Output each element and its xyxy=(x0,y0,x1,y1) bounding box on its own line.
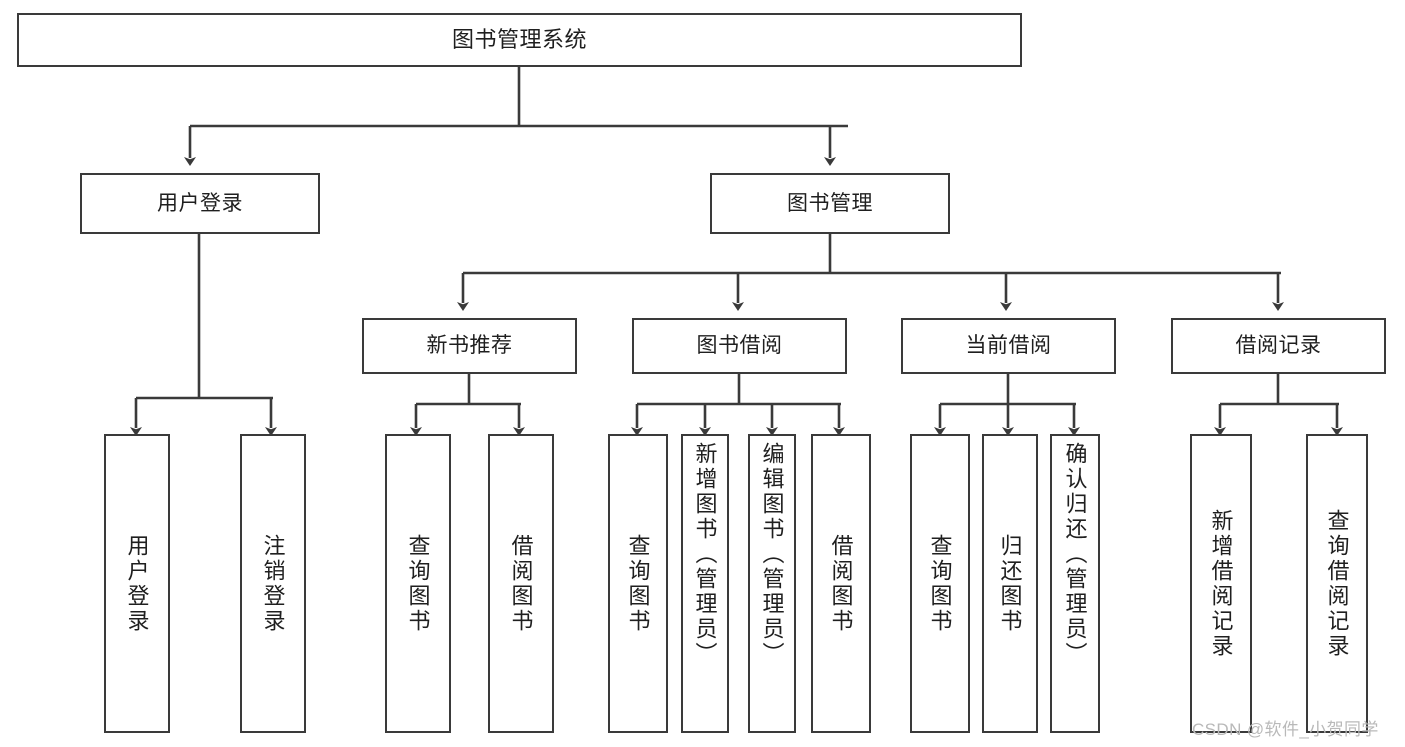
leaf-user-logout[interactable]: 注销登录 xyxy=(240,434,306,733)
node-book-borrow[interactable]: 图书借阅 xyxy=(632,318,847,374)
node-label: 新增借阅记录 xyxy=(1208,508,1234,659)
node-label: 归还图书 xyxy=(997,533,1023,634)
node-label: 借阅记录 xyxy=(1235,334,1322,358)
leaf-current-return-book[interactable]: 归还图书 xyxy=(982,434,1038,733)
node-label: 图书借阅 xyxy=(696,334,783,358)
node-label: 查询借阅记录 xyxy=(1324,508,1350,659)
node-label: 新增图书（管理员） xyxy=(692,442,718,667)
leaf-borrow-add-book-admin[interactable]: 新增图书（管理员） xyxy=(681,434,729,733)
node-label: 图书管理系统 xyxy=(451,26,587,52)
node-label: 借阅图书 xyxy=(508,533,534,634)
node-label: 用户登录 xyxy=(124,533,150,634)
node-user-login[interactable]: 用户登录 xyxy=(80,173,320,234)
node-label: 确认归还（管理员） xyxy=(1062,442,1088,667)
node-new-book-recommend[interactable]: 新书推荐 xyxy=(362,318,577,374)
leaf-newbook-borrow-book[interactable]: 借阅图书 xyxy=(488,434,554,733)
leaf-user-login[interactable]: 用户登录 xyxy=(104,434,170,733)
leaf-borrow-edit-book-admin[interactable]: 编辑图书（管理员） xyxy=(748,434,796,733)
node-book-management[interactable]: 图书管理 xyxy=(710,173,950,234)
leaf-records-query-record[interactable]: 查询借阅记录 xyxy=(1306,434,1368,733)
csdn-watermark: CSDN @软件_小贺同学 xyxy=(1192,720,1379,739)
node-label: 借阅图书 xyxy=(828,533,854,634)
node-label: 查询图书 xyxy=(625,533,651,634)
leaf-borrow-query-book[interactable]: 查询图书 xyxy=(608,434,668,733)
node-label: 查询图书 xyxy=(405,533,431,634)
node-label: 查询图书 xyxy=(927,533,953,634)
node-label: 用户登录 xyxy=(157,191,243,215)
node-label: 图书管理 xyxy=(787,191,873,215)
node-borrow-records[interactable]: 借阅记录 xyxy=(1171,318,1386,374)
node-label: 编辑图书（管理员） xyxy=(759,442,785,667)
leaf-current-confirm-return-admin[interactable]: 确认归还（管理员） xyxy=(1050,434,1100,733)
node-root-system[interactable]: 图书管理系统 xyxy=(17,13,1022,67)
leaf-borrow-borrow-book[interactable]: 借阅图书 xyxy=(811,434,871,733)
leaf-records-add-record[interactable]: 新增借阅记录 xyxy=(1190,434,1252,733)
node-label: 当前借阅 xyxy=(965,334,1052,358)
node-current-borrow[interactable]: 当前借阅 xyxy=(901,318,1116,374)
node-label: 新书推荐 xyxy=(426,334,513,358)
leaf-current-query-book[interactable]: 查询图书 xyxy=(910,434,970,733)
node-label: 注销登录 xyxy=(260,533,286,634)
leaf-newbook-query-book[interactable]: 查询图书 xyxy=(385,434,451,733)
